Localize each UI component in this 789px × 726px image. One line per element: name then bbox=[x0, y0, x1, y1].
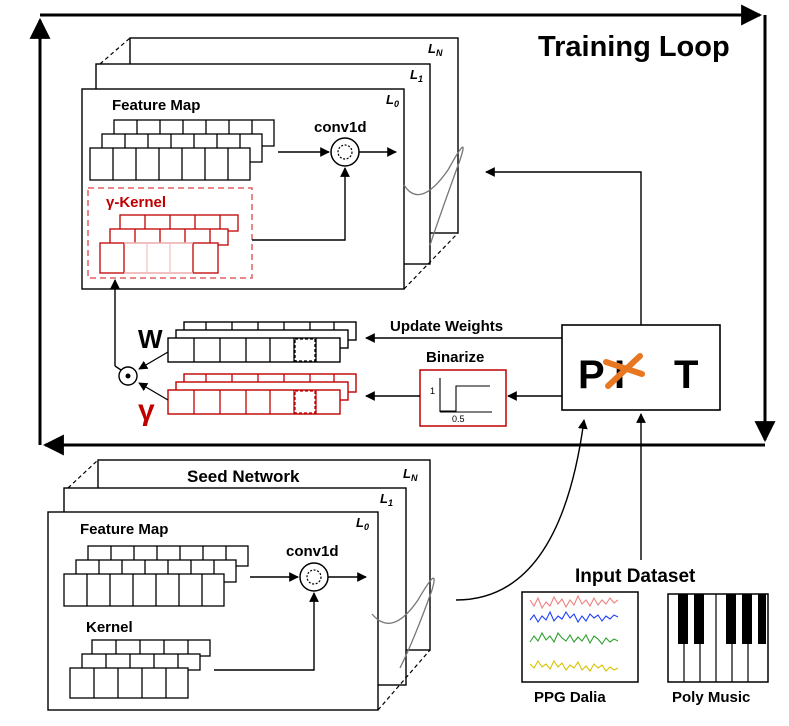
pit-t: T bbox=[674, 353, 698, 397]
top-feature-map-label: Feature Map bbox=[112, 97, 200, 114]
top-layer-ln-label: LN bbox=[428, 41, 443, 58]
binarize-x-tick: 0.5 bbox=[452, 414, 465, 424]
top-layer-l1-label: L1 bbox=[410, 67, 423, 84]
gamma-kernel-label: γ-Kernel bbox=[106, 194, 166, 211]
seed-layer-l1-label: L1 bbox=[380, 491, 393, 508]
seed-feature-map-grid bbox=[63, 545, 249, 607]
piano-keys-icon bbox=[667, 593, 769, 683]
gamma-kernel-grid bbox=[99, 214, 239, 274]
pit-cross-icon bbox=[603, 353, 645, 389]
binarize-box bbox=[419, 369, 507, 427]
seed-network-title: Seed Network bbox=[187, 467, 300, 486]
gamma-symbol: γ bbox=[138, 394, 155, 427]
seed-conv-label: conv1d bbox=[286, 543, 339, 560]
pit-p: P bbox=[578, 353, 605, 397]
dataset-ppg-dalia-label: PPG Dalia bbox=[534, 689, 606, 706]
weights-stack bbox=[167, 321, 357, 363]
seed-layer-l0-label: L0 bbox=[356, 515, 369, 532]
binarize-step-plot bbox=[439, 378, 492, 413]
training-loop-title: Training Loop bbox=[538, 31, 730, 63]
elementwise-product-icon bbox=[118, 366, 138, 386]
binarize-label: Binarize bbox=[426, 349, 484, 366]
gamma-kernel-box bbox=[87, 187, 253, 279]
binarize-y-tick: 1 bbox=[430, 386, 435, 396]
top-conv-label: conv1d bbox=[314, 119, 367, 136]
top-feature-map-grid bbox=[89, 119, 275, 181]
input-dataset-title: Input Dataset bbox=[575, 566, 696, 587]
pit-box bbox=[561, 324, 721, 411]
gamma-mask-stack bbox=[167, 373, 357, 415]
seed-kernel-label: Kernel bbox=[86, 619, 133, 636]
seed-layer-stack bbox=[47, 459, 431, 711]
top-conv-op-icon bbox=[330, 137, 360, 167]
dataset-poly-music-label: Poly Music bbox=[672, 689, 750, 706]
seed-conv-op-icon bbox=[299, 562, 329, 592]
seed-kernel-grid bbox=[69, 639, 211, 699]
seed-layer-l0 bbox=[47, 511, 379, 711]
seed-feature-map-label: Feature Map bbox=[80, 521, 168, 538]
training-loop-frame bbox=[29, 4, 776, 456]
weights-symbol: W bbox=[138, 324, 163, 354]
top-layer-l0-label: L0 bbox=[386, 92, 399, 109]
seed-layer-ln-label: LN bbox=[403, 466, 418, 483]
update-weights-label: Update Weights bbox=[390, 318, 503, 335]
